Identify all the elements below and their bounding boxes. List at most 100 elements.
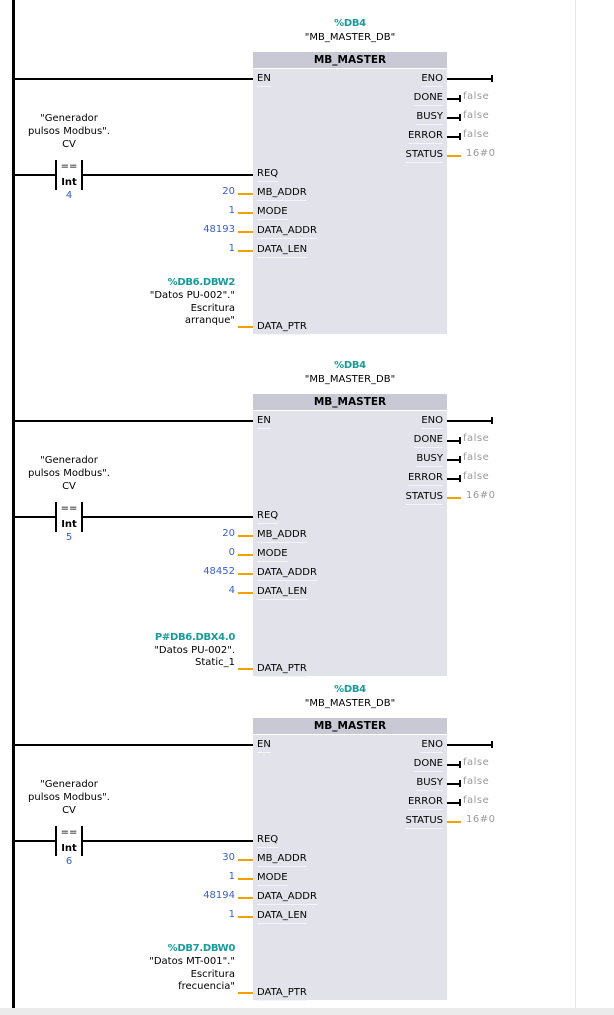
compare-operand-line: CV <box>62 481 76 492</box>
compare-value[interactable]: 6 <box>65 856 73 867</box>
pin-mode: MODE <box>257 548 288 562</box>
status-wire <box>447 155 461 157</box>
mode-wire <box>238 212 253 214</box>
pin-busy: BUSY <box>416 777 443 791</box>
data-ptr-address[interactable]: P#DB6.DBX4.0 <box>154 631 235 643</box>
compare-operand[interactable]: "Generador pulsos Modbus". CV <box>22 112 116 151</box>
compare-type: Int <box>61 519 77 530</box>
mb-master-block[interactable]: MB_MASTER EN REQ MB_ADDR MODE DATA_ADDR … <box>253 718 447 1001</box>
mode-value[interactable]: 1 <box>228 871 235 882</box>
busy-value: false <box>463 776 490 787</box>
mode-value[interactable]: 1 <box>228 205 235 216</box>
error-value: false <box>463 129 490 140</box>
pin-en: EN <box>257 739 271 753</box>
compare-operand-line: pulsos Modbus". <box>28 126 110 137</box>
pin-status: STATUS <box>405 149 443 163</box>
pin-data-len: DATA_LEN <box>257 244 308 258</box>
eno-wire-end <box>491 75 493 82</box>
compare-contact-right-bar[interactable] <box>81 502 83 532</box>
instance-db-address[interactable]: %DB4 <box>334 684 366 695</box>
pin-data-ptr: DATA_PTR <box>257 321 307 335</box>
pin-mode: MODE <box>257 206 288 220</box>
data-addr-value[interactable]: 48194 <box>203 890 235 901</box>
busy-value: false <box>463 110 490 121</box>
compare-contact-left-bar[interactable] <box>55 826 57 856</box>
data-ptr-symbol-line: "Datos PU-002". <box>154 644 235 656</box>
compare-operand-line: "Generador <box>40 113 98 124</box>
compare-value[interactable]: 5 <box>65 532 73 543</box>
mb-master-block[interactable]: MB_MASTER EN REQ MB_ADDR MODE DATA_ADDR … <box>253 52 447 335</box>
pin-busy: BUSY <box>416 111 443 125</box>
pin-error: ERROR <box>407 472 443 486</box>
mb-addr-wire <box>238 193 253 195</box>
pin-done: DONE <box>413 434 443 448</box>
pin-req: REQ <box>257 168 279 182</box>
pin-mode: MODE <box>257 872 288 886</box>
error-wire-end <box>459 799 461 806</box>
compare-operand[interactable]: "Generador pulsos Modbus". CV <box>22 454 116 493</box>
mode-value[interactable]: 0 <box>228 547 235 558</box>
mb-addr-value[interactable]: 20 <box>222 186 235 197</box>
en-wire <box>14 744 253 746</box>
data-ptr-symbol-line: Escritura <box>190 302 235 314</box>
pin-mb-addr: MB_ADDR <box>257 529 307 543</box>
ladder-network: %DB4 "MB_MASTER_DB" MB_MASTER EN REQ MB_… <box>0 672 614 1002</box>
instance-db-symbol[interactable]: "MB_MASTER_DB" <box>304 32 396 43</box>
eno-wire-end <box>491 741 493 748</box>
compare-contact-left-bar[interactable] <box>55 502 57 532</box>
data-len-value[interactable]: 4 <box>228 585 235 596</box>
compare-value[interactable]: 4 <box>65 190 73 201</box>
data-ptr-wire <box>238 992 253 994</box>
horizontal-scrollbar[interactable] <box>0 1008 614 1015</box>
req-wire <box>83 174 253 176</box>
instance-db-symbol[interactable]: "MB_MASTER_DB" <box>304 698 396 709</box>
mb-addr-value[interactable]: 30 <box>222 852 235 863</box>
data-ptr-symbol[interactable]: "Datos PU-002".Static_1 <box>100 645 235 670</box>
pin-req: REQ <box>257 510 279 524</box>
data-ptr-symbol-line: "Datos PU-002"." <box>149 290 235 301</box>
data-ptr-address[interactable]: %DB7.DBW0 <box>167 943 236 954</box>
compare-contact-right-bar[interactable] <box>81 160 83 190</box>
mb-master-block[interactable]: MB_MASTER EN REQ MB_ADDR MODE DATA_ADDR … <box>253 394 447 677</box>
en-wire <box>14 78 253 80</box>
compare-contact-left-bar[interactable] <box>55 160 57 190</box>
compare-operand-line: pulsos Modbus". <box>28 468 110 479</box>
pin-done: DONE <box>413 92 443 106</box>
compare-contact-right-bar[interactable] <box>81 826 83 856</box>
data-len-wire <box>238 916 253 918</box>
data-addr-wire <box>238 573 253 575</box>
instance-db-symbol[interactable]: "MB_MASTER_DB" <box>304 374 396 385</box>
block-title: MB_MASTER <box>253 718 447 735</box>
compare-operand-line: "Generador <box>40 779 98 790</box>
instance-db-address[interactable]: %DB4 <box>334 360 366 371</box>
data-len-value[interactable]: 1 <box>228 909 235 920</box>
status-value: 16#0 <box>466 814 496 825</box>
en-wire <box>14 420 253 422</box>
req-wire <box>83 840 253 842</box>
data-addr-value[interactable]: 48452 <box>203 566 235 577</box>
pin-mb-addr: MB_ADDR <box>257 853 307 867</box>
error-wire-end <box>459 133 461 140</box>
data-addr-value[interactable]: 48193 <box>203 224 235 235</box>
instance-db-address[interactable]: %DB4 <box>334 18 366 29</box>
mode-wire <box>238 878 253 880</box>
done-wire-end <box>459 761 461 768</box>
pin-req: REQ <box>257 834 279 848</box>
data-ptr-address[interactable]: %DB6.DBW2 <box>167 277 236 288</box>
compare-type: Int <box>61 843 77 854</box>
busy-wire-end <box>459 114 461 121</box>
req-wire <box>83 516 253 518</box>
pin-error: ERROR <box>407 130 443 144</box>
compare-operand[interactable]: "Generador pulsos Modbus". CV <box>22 778 116 817</box>
rung-wire-left <box>14 174 56 176</box>
data-len-wire <box>238 592 253 594</box>
pin-data-addr: DATA_ADDR <box>257 891 317 905</box>
mb-addr-value[interactable]: 20 <box>222 528 235 539</box>
busy-wire <box>447 783 461 785</box>
done-wire <box>447 440 461 442</box>
data-len-value[interactable]: 1 <box>228 243 235 254</box>
pin-en: EN <box>257 73 271 87</box>
done-value: false <box>463 757 490 768</box>
